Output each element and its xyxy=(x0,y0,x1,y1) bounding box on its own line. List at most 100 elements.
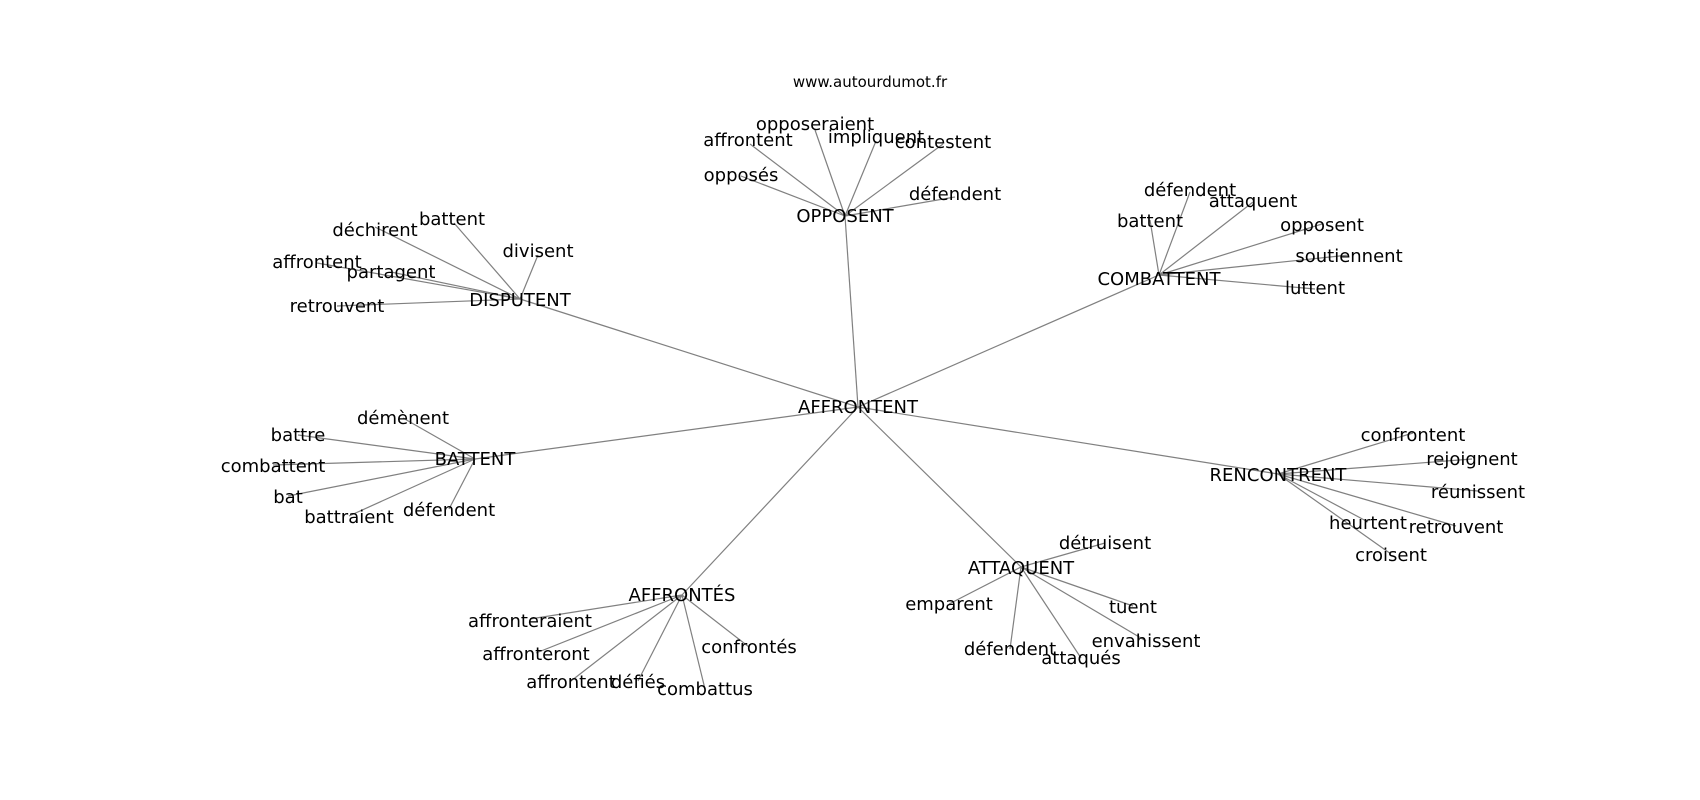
edge-disputent-4 xyxy=(390,271,521,300)
node-hub[interactable]: ATTAQUENT xyxy=(968,558,1075,579)
edge-center-opposent xyxy=(844,215,859,408)
node-leaf[interactable]: déchirent xyxy=(332,220,417,241)
node-leaf[interactable]: luttent xyxy=(1285,278,1345,299)
edge-combattent-2 xyxy=(1149,219,1160,276)
node-leaf[interactable]: opposent xyxy=(1280,215,1364,236)
node-leaf[interactable]: impliquent xyxy=(828,127,924,148)
edge-disputent-1 xyxy=(374,226,521,300)
node-leaf[interactable]: confrontés xyxy=(701,637,797,658)
edge-rencontrent-4 xyxy=(1277,473,1457,527)
node-center[interactable]: AFFRONTENT xyxy=(798,397,919,418)
node-leaf[interactable]: défendent xyxy=(909,184,1001,205)
edge-attaquent-4 xyxy=(1009,566,1022,650)
edge-affrontés-0 xyxy=(529,594,683,620)
edge-disputent-5 xyxy=(336,298,521,307)
edge-rencontrent-1 xyxy=(1277,458,1473,475)
edge-attaquent-3 xyxy=(1020,566,1147,642)
edge-battent-4 xyxy=(348,458,476,517)
edge-rencontrent-5 xyxy=(1277,473,1392,555)
node-leaf[interactable]: battent xyxy=(1117,211,1183,232)
edge-battent-2 xyxy=(272,458,476,466)
edge-center-battent xyxy=(474,406,859,460)
edge-opposent-3 xyxy=(844,143,944,217)
node-leaf[interactable]: heurtent xyxy=(1329,513,1407,534)
edge-combattent-4 xyxy=(1158,254,1350,276)
node-hub[interactable]: RENCONTRENT xyxy=(1210,465,1348,486)
edge-attaquent-2 xyxy=(1020,566,1134,607)
edge-disputent-3 xyxy=(316,262,521,300)
node-leaf[interactable]: battraient xyxy=(304,507,394,528)
node-leaf[interactable]: emparent xyxy=(905,594,993,615)
node-leaf[interactable]: détruisent xyxy=(1059,533,1151,554)
node-hub[interactable]: DISPUTENT xyxy=(469,290,571,311)
edge-disputent-0 xyxy=(453,222,521,300)
node-leaf[interactable]: défiés xyxy=(611,672,665,693)
edge-opposent-4 xyxy=(740,175,846,217)
edge-opposent-5 xyxy=(844,196,956,217)
edge-center-affrontés xyxy=(681,406,859,596)
node-hub[interactable]: BATTENT xyxy=(435,449,517,470)
node-leaf[interactable]: attaqués xyxy=(1041,648,1120,669)
node-leaf[interactable]: confrontent xyxy=(1361,425,1466,446)
edge-affrontés-4 xyxy=(681,594,750,648)
edge-center-attaquent xyxy=(857,406,1022,568)
node-leaf[interactable]: divisent xyxy=(503,241,574,262)
node-leaf[interactable]: affrontent xyxy=(526,672,615,693)
node-leaf[interactable]: bat xyxy=(273,487,303,508)
node-leaf[interactable]: opposés xyxy=(704,165,779,186)
node-leaf[interactable]: combattus xyxy=(657,679,753,700)
node-leaf[interactable]: partagent xyxy=(347,262,436,283)
node-leaf[interactable]: rejoignent xyxy=(1426,449,1517,470)
node-leaf[interactable]: affronteront xyxy=(482,644,589,665)
edge-affrontés-3 xyxy=(637,594,683,682)
site-watermark: www.autourdumot.fr xyxy=(793,73,948,91)
edge-center-combattent xyxy=(857,274,1160,408)
edge-battent-3 xyxy=(287,458,476,497)
edge-attaquent-1 xyxy=(948,566,1022,605)
node-leaf[interactable]: démènent xyxy=(357,408,449,429)
node-leaf[interactable]: envahissent xyxy=(1092,631,1201,652)
edge-disputent-2 xyxy=(519,254,539,300)
edge-opposent-2 xyxy=(844,140,877,217)
node-leaf[interactable]: défendent xyxy=(964,639,1056,660)
node-leaf[interactable]: contestent xyxy=(895,132,991,153)
node-leaf[interactable]: battent xyxy=(419,209,485,230)
node-leaf[interactable]: affrontent xyxy=(703,130,792,151)
edge-combattent-5 xyxy=(1158,274,1316,290)
node-leaf[interactable]: attaquent xyxy=(1209,191,1298,212)
edge-attaquent-0 xyxy=(1020,542,1106,568)
edge-affrontés-1 xyxy=(535,594,683,654)
edge-combattent-3 xyxy=(1158,223,1323,276)
edge-layer xyxy=(272,129,1479,690)
edge-opposent-0 xyxy=(814,129,846,217)
edge-rencontrent-2 xyxy=(1277,473,1479,492)
node-hub[interactable]: COMBATTENT xyxy=(1097,269,1221,290)
node-hub[interactable]: OPPOSENT xyxy=(796,206,894,227)
node-leaf[interactable]: opposeraient xyxy=(756,114,874,135)
node-leaf[interactable]: retrouvent xyxy=(290,296,385,317)
edge-attaquent-5 xyxy=(1020,566,1082,659)
node-leaf[interactable]: soutiennent xyxy=(1295,246,1402,267)
edge-rencontrent-0 xyxy=(1277,432,1414,475)
node-leaf[interactable]: réunissent xyxy=(1431,482,1525,503)
edge-battent-1 xyxy=(297,434,476,460)
edge-center-disputent xyxy=(519,298,859,408)
node-hub[interactable]: AFFRONTÉS xyxy=(629,584,736,606)
node-leaf[interactable]: battre xyxy=(271,425,326,446)
node-leaf[interactable]: affrontent xyxy=(272,252,361,273)
edge-affrontés-5 xyxy=(681,594,706,690)
edge-rencontrent-3 xyxy=(1277,473,1369,523)
edge-combattent-1 xyxy=(1158,201,1254,276)
edge-affrontés-2 xyxy=(570,594,683,682)
edge-opposent-1 xyxy=(749,143,846,217)
node-leaf[interactable]: affronteraient xyxy=(468,611,592,632)
node-leaf[interactable]: tuent xyxy=(1109,597,1157,618)
node-leaf[interactable]: combattent xyxy=(221,456,326,477)
node-leaf[interactable]: croisent xyxy=(1355,545,1427,566)
node-leaf[interactable]: défendent xyxy=(1144,180,1236,201)
node-leaf[interactable]: défendent xyxy=(403,500,495,521)
node-leaf[interactable]: retrouvent xyxy=(1409,517,1504,538)
edge-battent-5 xyxy=(448,458,476,510)
